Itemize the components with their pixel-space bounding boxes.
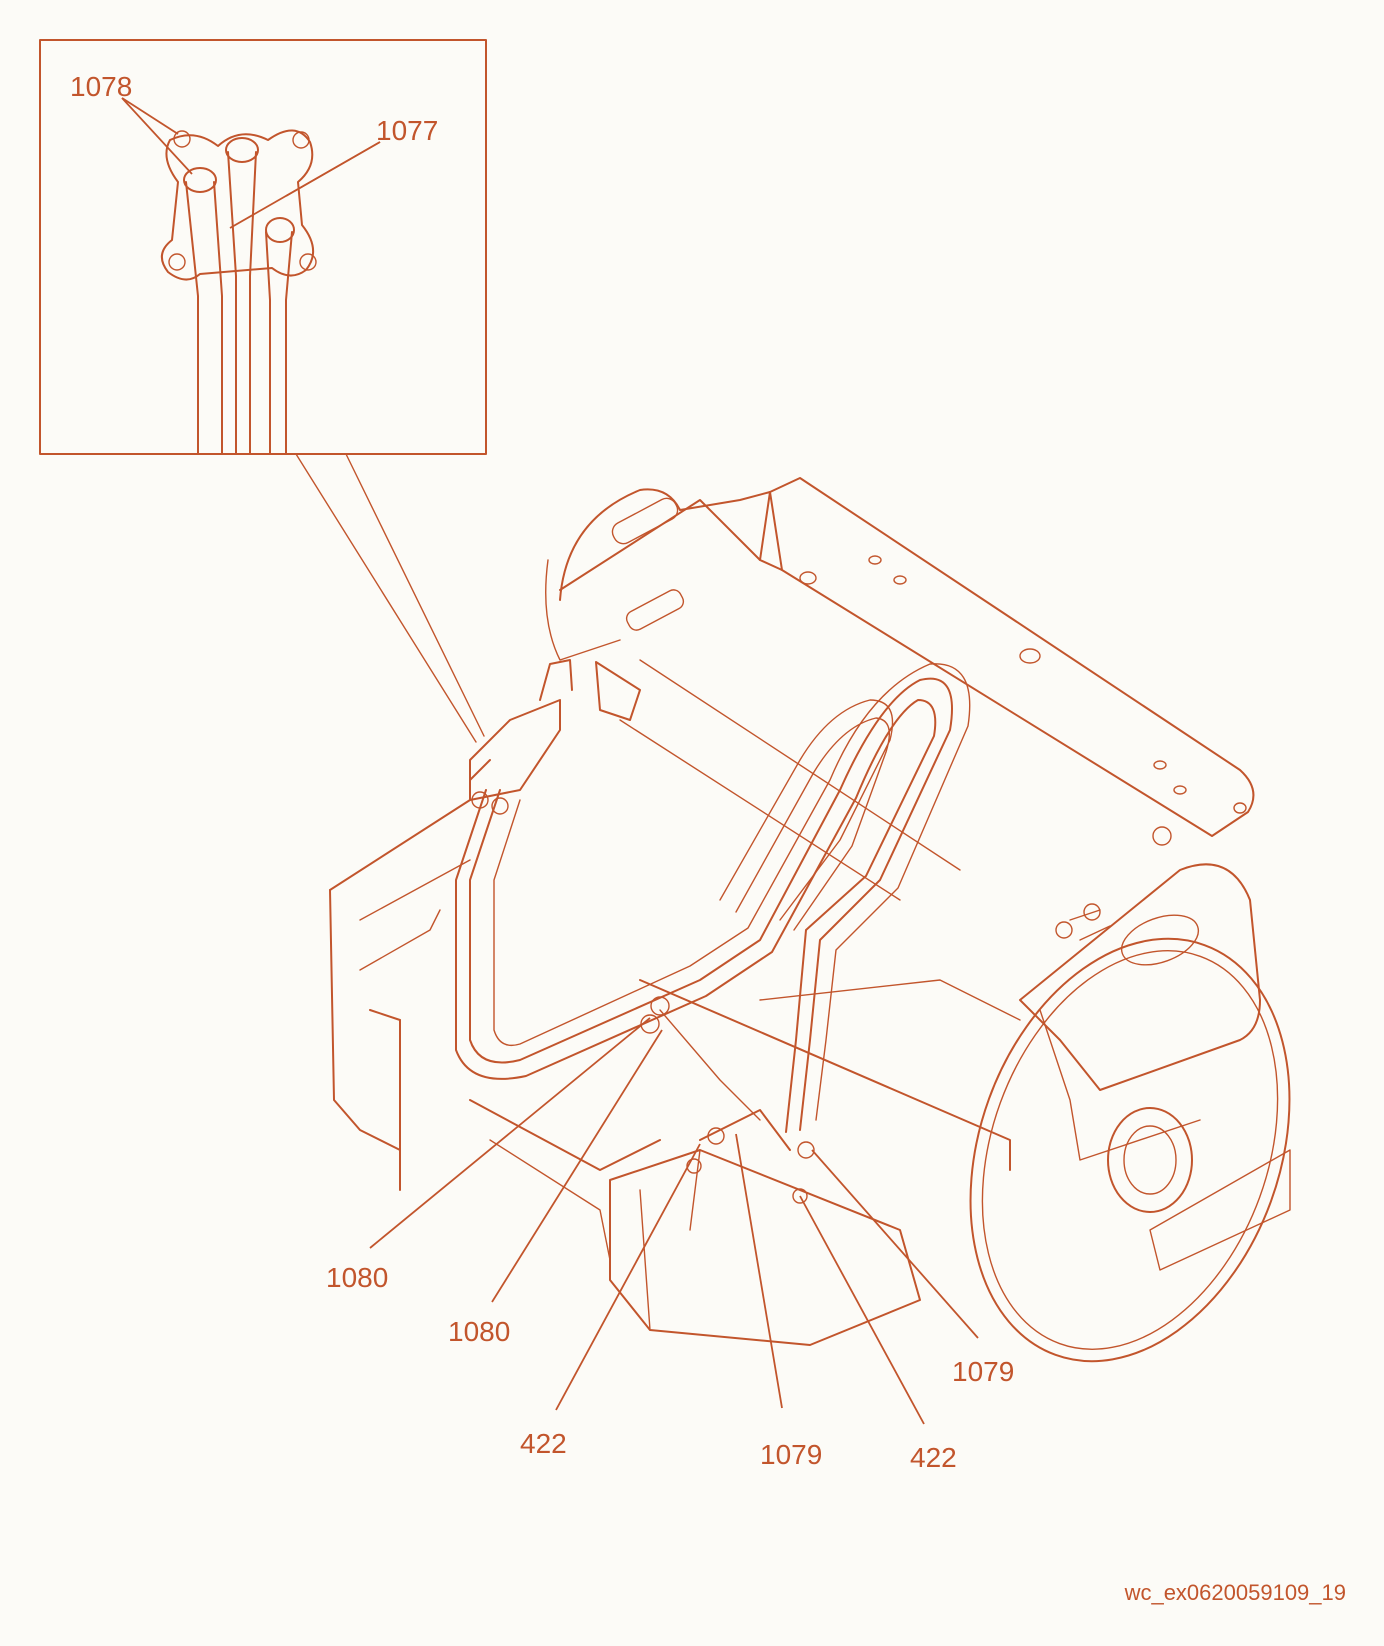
callout-labels: 1078 1077 1080 1080 422 1079 422 1079 xyxy=(70,71,1014,1473)
callout-422-right: 422 xyxy=(910,1442,957,1473)
callout-1080-center: 1080 xyxy=(448,1316,510,1347)
hydraulic-hoses xyxy=(455,659,971,1204)
drawing-code: wc_ex0620059109_19 xyxy=(1124,1580,1346,1605)
callout-1079-bottom: 1079 xyxy=(760,1439,822,1470)
callout-1080-left: 1080 xyxy=(326,1262,388,1293)
callout-1078: 1078 xyxy=(70,71,132,102)
detail-inset xyxy=(39,39,487,743)
machine-frame xyxy=(329,477,1291,1363)
callout-422-left: 422 xyxy=(520,1428,567,1459)
callout-1079-right: 1079 xyxy=(952,1356,1014,1387)
leader-lines xyxy=(121,97,979,1425)
callout-1077: 1077 xyxy=(376,115,438,146)
